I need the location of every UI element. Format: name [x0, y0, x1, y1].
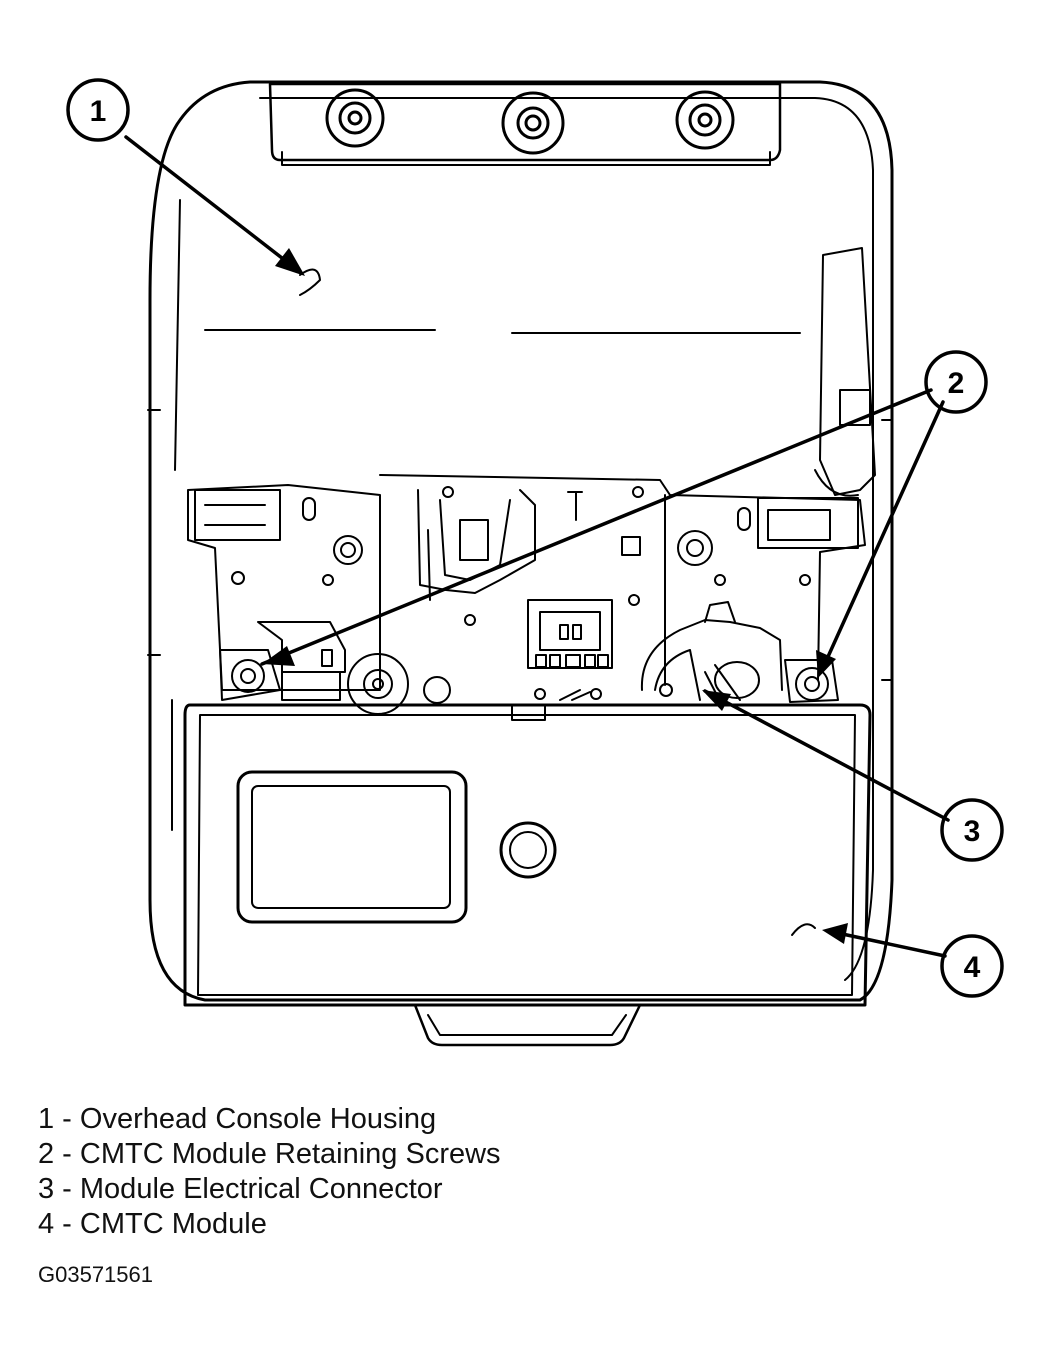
callout-1-label: 1: [90, 95, 107, 128]
callout-3-label: 3: [964, 815, 981, 848]
legend-item-2: 2 - CMTC Module Retaining Screws: [38, 1138, 501, 1170]
legend-item-4: 4 - CMTC Module: [38, 1208, 267, 1240]
internal-mechanism: [187, 474, 866, 715]
legend: 1 - Overhead Console Housing 2 - CMTC Mo…: [38, 1102, 501, 1242]
leader-lines: [124, 135, 950, 958]
overhead-console-housing: [147, 80, 894, 1002]
legend-item-3: 3 - Module Electrical Connector: [38, 1173, 443, 1205]
callout-2-label: 2: [948, 367, 965, 400]
legend-item-1: 1 - Overhead Console Housing: [38, 1103, 437, 1135]
callout-4: [940, 934, 1004, 998]
callout-2: [924, 350, 988, 414]
callout-4-label: 4: [964, 951, 981, 984]
callout-1: [66, 78, 130, 142]
arrowheads: [262, 248, 848, 944]
callout-3: [940, 798, 1004, 862]
console-diagram: 1 2 3 4: [66, 78, 1004, 1047]
cmtc-module: [183, 703, 872, 1047]
figure-id: G03571561: [38, 1262, 153, 1287]
